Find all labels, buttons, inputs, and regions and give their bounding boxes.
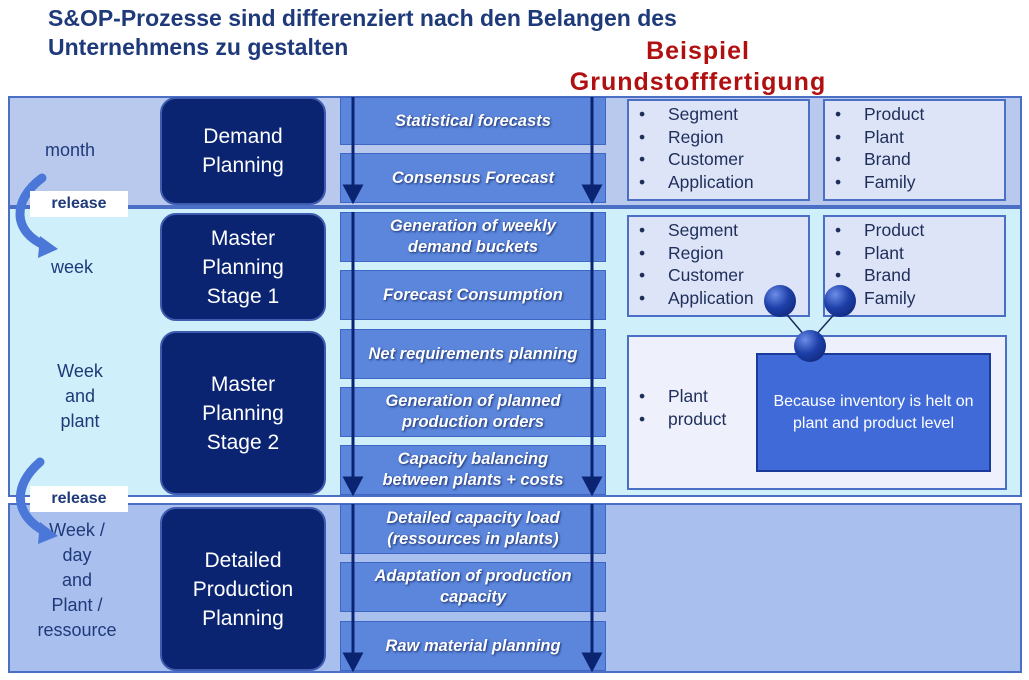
connector-ball-icon (824, 285, 856, 317)
level-month: month (44, 140, 96, 160)
flow-arrowhead-icon (342, 184, 364, 205)
release-arrowhead-icon (38, 522, 58, 544)
step-forecast-consumption: Forecast Consumption (340, 270, 606, 320)
level-week: week (50, 257, 94, 277)
flow-arrowhead-icon (581, 476, 603, 497)
flow-arrowhead-icon (581, 184, 603, 205)
example-label: Beispiel Grundstofffertigung (569, 37, 827, 96)
step-consensus-forecast: Consensus Forecast (340, 153, 606, 203)
attributes-customer-demand: •Segment •Region •Customer •Application (627, 99, 810, 201)
flow-arrowhead-icon (581, 652, 603, 673)
release-label-1: release (30, 191, 128, 217)
level-detail: Week / day and Plant / ressource (37, 520, 117, 640)
step-detailed-capacity-load: Detailed capacity load(ressources in pla… (340, 504, 606, 554)
reason-box: Because inventory is helt on plant and p… (756, 353, 991, 472)
connector-ball-icon (764, 285, 796, 317)
flow-arrowhead-icon (342, 652, 364, 673)
connector-ball-icon (794, 330, 826, 362)
release-arrow-icon (15, 173, 51, 251)
release-arrowhead-icon (38, 236, 58, 258)
attributes-plant-product: •Plant •product (639, 386, 727, 429)
release-arrow-icon (15, 457, 51, 537)
step-net-requirements-planning: Net requirements planning (340, 329, 606, 379)
release-label-2: release (30, 486, 128, 512)
page-title: S&OP-Prozesse sind differenziert nach de… (48, 5, 677, 60)
flow-arrowhead-icon (342, 476, 364, 497)
level-week-plant: Week and plant (57, 361, 103, 431)
step-raw-material-planning: Raw material planning (340, 621, 606, 671)
step-statistical-forecasts: Statistical forecasts (340, 97, 606, 145)
attributes-product-demand: •Product •Plant •Brand •Family (823, 99, 1006, 201)
